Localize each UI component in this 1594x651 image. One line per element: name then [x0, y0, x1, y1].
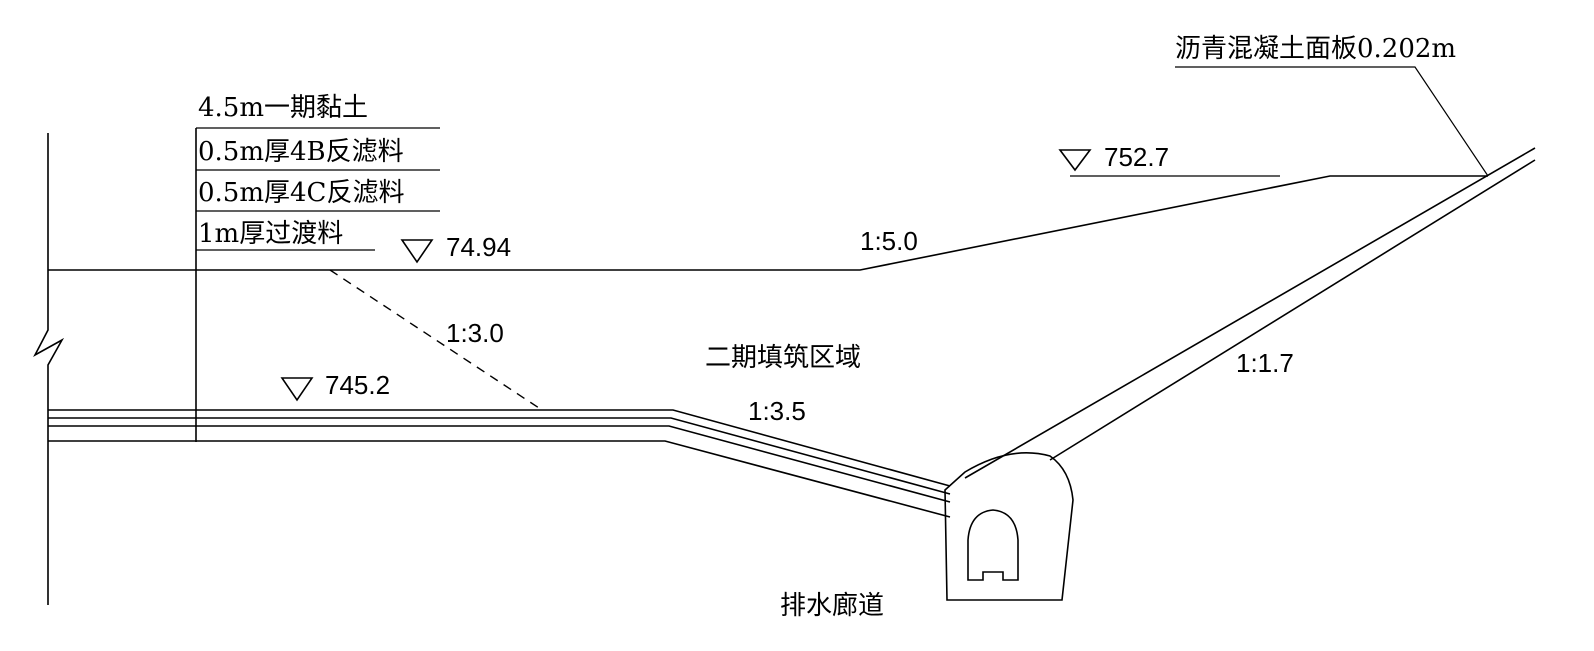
elevation-triangle-74: [400, 239, 434, 264]
bottom-layer-2: [48, 417, 951, 495]
upper-fill-surface: [48, 175, 1488, 271]
slope-dashed-label: 1:3.0: [446, 318, 504, 348]
asphalt-panel-leader: [1175, 66, 1489, 177]
drainage-gallery-label: 排水廊道: [780, 591, 884, 621]
drainage-gallery-opening: [967, 509, 1019, 581]
left-boundary-line: [33, 133, 65, 605]
slope-upper-label: 1:5.0: [860, 226, 918, 256]
slope-face-label: 1:1.7: [1236, 348, 1294, 378]
face-slope-inner: [1049, 159, 1536, 461]
bottom-layer-3: [48, 425, 951, 503]
face-slope-outer: [964, 147, 1536, 479]
elevation-745-value: 745.2: [325, 370, 390, 400]
filter-4b-label: 0.5m厚4B反滤料: [198, 137, 404, 167]
phase2-zone-label: 二期填筑区域: [705, 343, 861, 373]
drainage-gallery-body: [944, 452, 1074, 601]
asphalt-panel-label: 沥青混凝土面板0.202m: [1175, 34, 1456, 64]
bottom-layer-1: [48, 409, 951, 487]
elevation-752-value: 752.7: [1104, 142, 1169, 172]
elevation-triangle-745: [280, 377, 314, 402]
transition-layer-label: 1m厚过渡料: [198, 219, 343, 249]
dashed-slope-line: [329, 269, 543, 411]
clay-layer-label: 4.5m一期黏土: [198, 93, 368, 123]
elevation-74-value: 74.94: [446, 232, 511, 262]
bottom-layer-4: [48, 440, 951, 518]
filter-4c-label: 0.5m厚4C反滤料: [198, 178, 404, 208]
elevation-triangle-752: [1058, 149, 1092, 172]
slope-lower-label: 1:3.5: [748, 396, 806, 426]
